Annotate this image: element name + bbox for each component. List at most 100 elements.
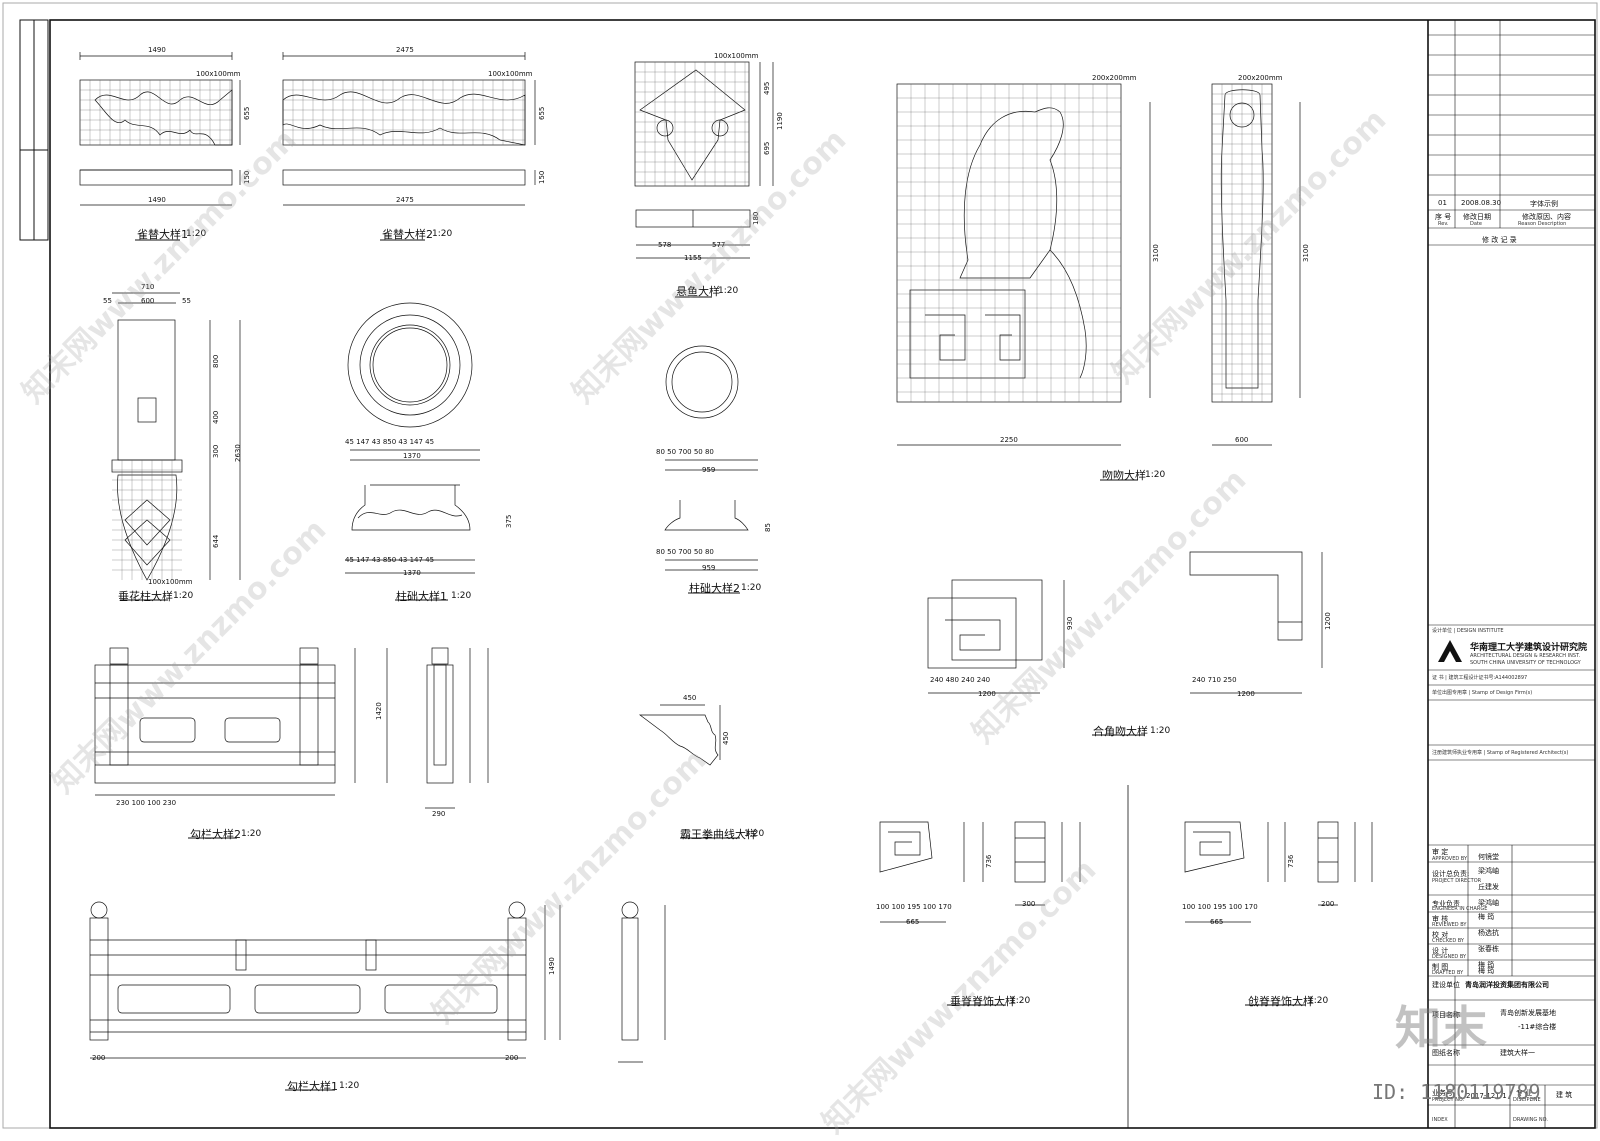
reviewed-name: 杨选抗 xyxy=(1478,929,1499,937)
label-chuihua: 垂花柱大样 xyxy=(118,590,173,603)
discipline-en: DISCIPLINE xyxy=(1513,1097,1541,1103)
dim-chuihua-h3: 300 xyxy=(212,444,220,458)
dim-chuiji-w2: 300 xyxy=(1022,900,1036,908)
dims-zhuchu1-top: 45 147 43 850 43 147 45 xyxy=(345,438,435,446)
rev-no: 01 xyxy=(1438,199,1447,207)
drawing-cn: 图纸名称 xyxy=(1432,1049,1460,1057)
dim-chuihua-h1: 800 xyxy=(212,354,220,368)
project-cn: 项目名称 xyxy=(1432,1011,1460,1019)
job-no: 2017-121-1 xyxy=(1466,1092,1507,1100)
dim-quetai1-h1: 655 xyxy=(243,106,251,120)
scale-zhuchu2: 1:20 xyxy=(741,583,762,593)
label-goulan2: 勾栏大样2 xyxy=(190,828,241,841)
index-en: INDEX xyxy=(1432,1117,1448,1123)
dim-hejiaowen-w1: 1200 xyxy=(978,690,996,698)
checked-name: 张春栋 xyxy=(1478,945,1499,953)
label-qiangji: 戗脊脊饰大样 xyxy=(1248,995,1314,1008)
rev-h1: 序 号 xyxy=(1435,213,1452,221)
scale-bawang: 1:20 xyxy=(744,829,765,839)
institute-en2: SOUTH CHINA UNIVERSITY OF TECHNOLOGY xyxy=(1470,660,1581,666)
dims-chuiji: 100 100 195 100 170 xyxy=(876,903,952,911)
institute-cn: 华南理工大学建筑设计研究院 xyxy=(1470,643,1588,653)
dims-zhuchu2-top: 80 50 700 50 80 xyxy=(656,448,714,456)
stamp-design-firm: 单位出图专用章 | Stamp of Design Firm(s) xyxy=(1432,690,1533,696)
grid-wenwu-1: 200x200mm xyxy=(1092,74,1137,82)
drafted-name: 梅 筠 xyxy=(1478,967,1495,975)
dim-xuanyu-h1: 495 xyxy=(763,81,771,95)
director-cn: 设计总负责: xyxy=(1432,870,1470,878)
label-quetai1: 雀替大样1 xyxy=(137,228,188,241)
drawing-no-en: DRAWING NO. xyxy=(1513,1117,1548,1123)
dim-chuihua-side-r: 55 xyxy=(182,297,191,305)
watermark-logo: 知末 xyxy=(1395,1001,1487,1055)
engineer-en: ENGINEER IN CHARGE xyxy=(1432,906,1488,912)
approved-en: APPROVED BY xyxy=(1432,856,1468,862)
institute-en1: ARCHITECTURAL DESIGN & RESEARCH INST. xyxy=(1470,653,1581,659)
drafted-en: DRAFTED BY xyxy=(1432,970,1464,976)
scale-chuiji: 1:20 xyxy=(1010,996,1031,1006)
dim-quetai1-bottom: 1490 xyxy=(148,196,166,204)
dim-quetai2-bottom: 2475 xyxy=(396,196,414,204)
dim-zhuchu2-total-top: 959 xyxy=(702,466,716,474)
dim-xuanyu-w2: 577 xyxy=(712,241,726,249)
dim-chuihua-total: 710 xyxy=(141,283,155,291)
dim-xuanyu-w1: 578 xyxy=(658,241,672,249)
job-no-en: PROJECT NO. xyxy=(1432,1097,1465,1103)
dim-chuihua-h2: 400 xyxy=(212,410,220,424)
dim-zhuchu2-h: 85 xyxy=(764,523,772,532)
label-zhuchu2: 柱础大样2 xyxy=(689,582,740,595)
job-no-cn: 业务号 xyxy=(1432,1089,1453,1097)
dims-hejiaowen-row1: 240 480 240 240 xyxy=(930,676,991,684)
dims-goulan2: 230 100 100 230 xyxy=(116,799,177,807)
scale-chuihua: 1:20 xyxy=(173,591,194,601)
engineer-cn: 专业负责 xyxy=(1432,900,1460,908)
dim-zhuchu1-h: 375 xyxy=(505,514,513,528)
discipline-cn: 专 业 xyxy=(1516,1089,1533,1097)
dim-qiangji-h: 736 xyxy=(1287,854,1295,868)
stamp-architect: 注册建筑师执业专用章 | Stamp of Registered Archite… xyxy=(1432,750,1569,756)
label-wenwu: 吻吻大样 xyxy=(1102,469,1146,482)
discipline: 建 筑 xyxy=(1556,1091,1573,1099)
dim-goulan1-h: 1490 xyxy=(548,957,556,975)
designed-cn: 设 计 xyxy=(1432,947,1449,955)
dim-quetai2-h2: 150 xyxy=(538,170,546,184)
dim-xuanyu-h2: 1190 xyxy=(776,112,784,130)
label-bawang: 霸王拳曲线大样 xyxy=(680,828,757,841)
dim-chuihua-total-h: 2630 xyxy=(234,444,242,462)
rev-h3-en: Reason Description xyxy=(1518,221,1567,227)
director-name2: 丘建发 xyxy=(1478,883,1499,891)
scale-zhuchu1: 1:20 xyxy=(451,591,472,601)
dim-goulan2-h: 1420 xyxy=(375,702,383,720)
drafted-cn: 制 图 xyxy=(1432,963,1449,971)
rev-h3: 修改原因、内容 xyxy=(1522,213,1571,221)
dim-quetai2-top: 2475 xyxy=(396,46,414,54)
label-quetai2: 雀替大样2 xyxy=(382,228,433,241)
dim-chuiji-w: 665 xyxy=(906,918,920,926)
grid-quetai1: 100x100mm xyxy=(196,70,241,78)
dim-wenwu-w2: 600 xyxy=(1235,436,1249,444)
project: 青岛创新发展基地 xyxy=(1500,1009,1556,1017)
dim-bawang-h: 450 xyxy=(722,731,730,745)
scale-quetai1: 1:20 xyxy=(186,229,207,239)
dim-xuanyu-w3: 1155 xyxy=(684,254,702,262)
scale-goulan1: 1:20 xyxy=(339,1081,360,1091)
scale-qiangji: 1:20 xyxy=(1308,996,1329,1006)
rev-title: 修 改 记 录 xyxy=(1482,236,1517,244)
reviewed-en: REVIEWED BY xyxy=(1432,922,1467,928)
director-name1: 梁鸿岫 xyxy=(1478,867,1499,875)
scale-wenwu: 1:20 xyxy=(1145,470,1166,480)
dim-quetai1-top: 1490 xyxy=(148,46,166,54)
grid-quetai2: 100x100mm xyxy=(488,70,533,78)
rev-h2: 修改日期 xyxy=(1463,213,1491,221)
checked-en: CHECKED BY xyxy=(1432,938,1464,944)
dim-goulan1-w-right: 200 xyxy=(505,1054,519,1062)
dim-qiangji-w2: 200 xyxy=(1321,900,1335,908)
director-en: PROJECT DIRECTOR xyxy=(1432,878,1482,884)
subproject: -11#综合楼 xyxy=(1518,1023,1557,1031)
label-hejiaowen: 合角吻大样 xyxy=(1093,725,1148,738)
dim-chuihua-side-l: 55 xyxy=(103,297,112,305)
designed-name: 梅 筠 xyxy=(1478,961,1495,969)
reviewed-cn: 审 核 xyxy=(1432,915,1449,923)
engineer-name2: 梅 筠 xyxy=(1478,913,1495,921)
